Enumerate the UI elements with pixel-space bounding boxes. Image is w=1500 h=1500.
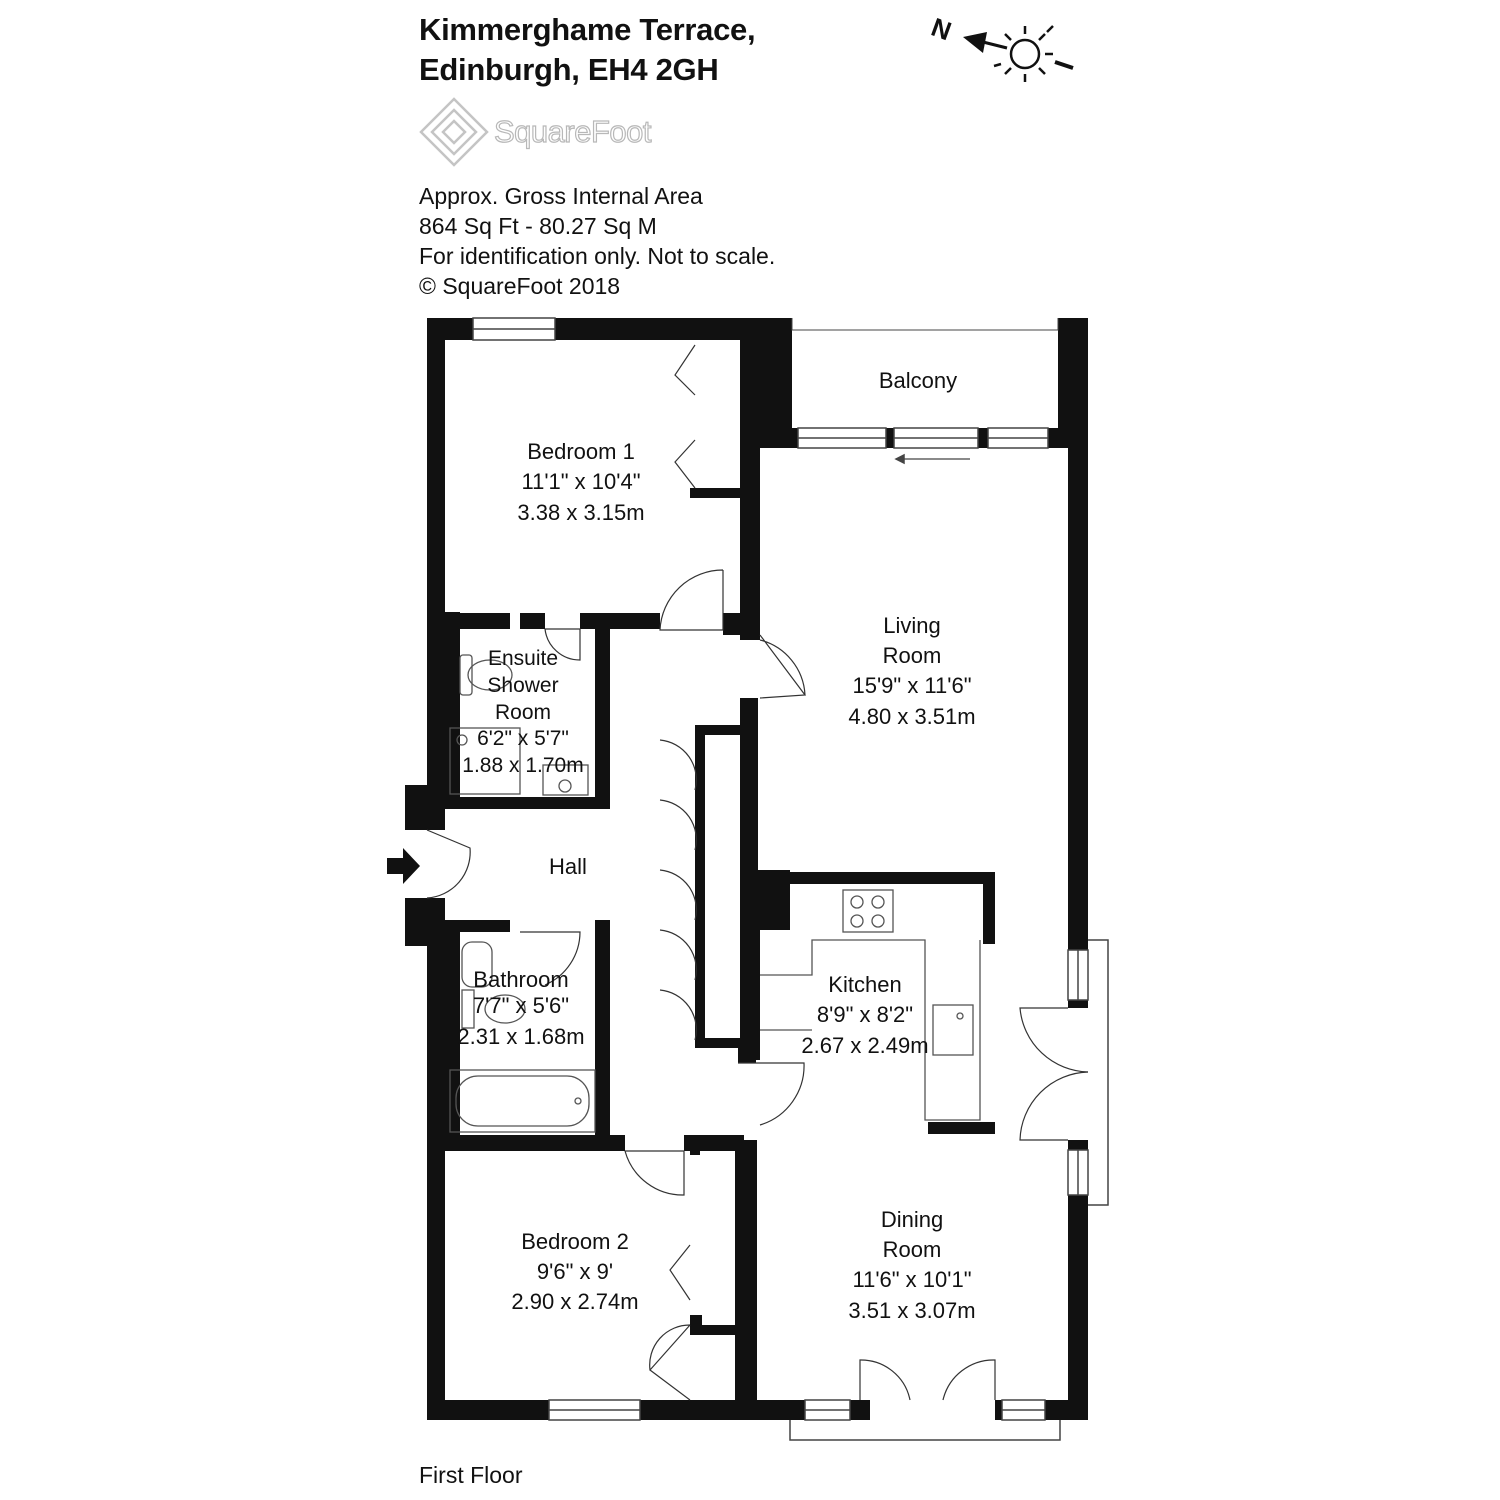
bedroom2-metric: 2.90 x 2.74m <box>511 1289 638 1314</box>
hob-icon <box>842 889 894 933</box>
ensuite-name-3: Room <box>495 701 551 724</box>
windows <box>472 317 1109 1441</box>
bathroom-metric: 2.31 x 1.68m <box>457 1024 584 1049</box>
ensuite-name-2: Shower <box>487 674 558 697</box>
area-info-title: Approx. Gross Internal Area <box>419 183 703 209</box>
balcony-name: Balcony <box>879 368 957 393</box>
living-name-2: Room <box>883 643 942 668</box>
ensuite-imperial: 6'2" x 5'7" <box>477 727 569 750</box>
area-info-disclaimer: For identification only. Not to scale. <box>419 243 776 269</box>
exterior-walls <box>405 318 1088 1420</box>
area-info: Approx. Gross Internal Area 864 Sq Ft - … <box>419 181 775 301</box>
bedroom2-name: Bedroom 2 <box>521 1229 629 1254</box>
ensuite-name-1: Ensuite <box>488 647 558 670</box>
ensuite-metric: 1.88 x 1.70m <box>462 754 583 777</box>
sun-icon <box>993 25 1074 82</box>
dining-metric: 3.51 x 3.07m <box>848 1298 975 1323</box>
bathroom-imperial: 7'7" x 5'6" <box>473 993 569 1018</box>
living-name-1: Living <box>883 613 940 638</box>
address-line-1: Kimmerghame Terrace, <box>419 12 756 47</box>
counter-icon <box>760 939 981 1121</box>
fixtures <box>449 654 981 1133</box>
compass: N <box>927 12 1074 82</box>
area-info-copyright: © SquareFoot 2018 <box>419 273 621 299</box>
squarefoot-logo-icon <box>419 97 489 167</box>
floor-label: First Floor <box>419 1462 523 1488</box>
bedroom1-name: Bedroom 1 <box>527 439 635 464</box>
address-title: Kimmerghame Terrace, Edinburgh, EH4 2GH <box>419 10 756 90</box>
interior-walls <box>445 488 995 1420</box>
sink-icon <box>932 1004 974 1056</box>
kitchen-imperial: 8'9" x 8'2" <box>817 1002 913 1027</box>
shower-tray-icon <box>449 727 521 795</box>
kitchen-name: Kitchen <box>828 972 901 997</box>
hall-name: Hall <box>549 854 587 879</box>
bedroom1-imperial: 11'1" x 10'4" <box>521 469 640 494</box>
address-line-2: Edinburgh, EH4 2GH <box>419 52 719 87</box>
dining-imperial: 11'6" x 10'1" <box>852 1267 971 1292</box>
washbasin-icon <box>542 764 589 796</box>
room-labels: Bedroom 1 11'1" x 10'4" 3.38 x 3.15m Ens… <box>457 368 975 1323</box>
brand-name: SquareFoot <box>493 113 652 149</box>
toilet-icon <box>459 654 513 696</box>
north-arrow-icon <box>963 32 1008 53</box>
entrance-arrow-icon <box>387 848 420 884</box>
living-imperial: 15'9" x 11'6" <box>852 673 971 698</box>
bathtub-icon <box>449 1069 596 1133</box>
area-info-size: 864 Sq Ft - 80.27 Sq M <box>419 213 657 239</box>
bath-toilet-icon <box>461 941 526 1029</box>
bedroom1-metric: 3.38 x 3.15m <box>517 500 644 525</box>
doors <box>426 344 1089 1401</box>
dining-name-2: Room <box>883 1237 942 1262</box>
living-metric: 4.80 x 3.51m <box>848 704 975 729</box>
kitchen-metric: 2.67 x 2.49m <box>801 1033 928 1058</box>
bedroom2-imperial: 9'6" x 9' <box>537 1259 613 1284</box>
bathroom-name: Bathroom <box>473 967 568 992</box>
dining-name-1: Dining <box>881 1207 943 1232</box>
